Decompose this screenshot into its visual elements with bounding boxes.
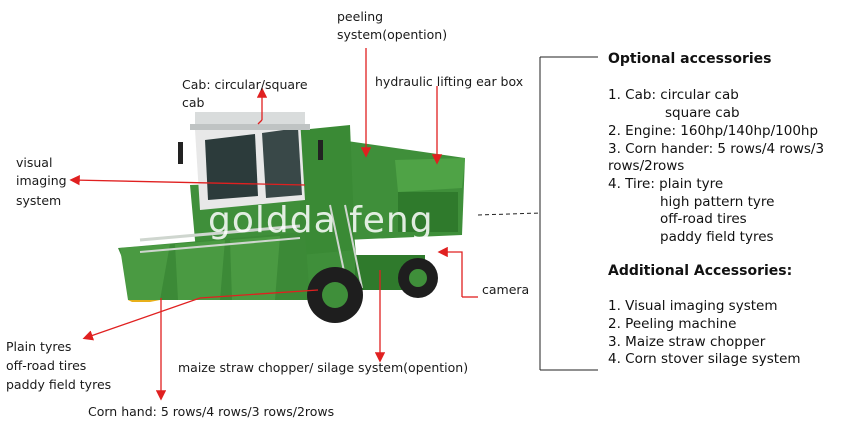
label-arrows: [69, 48, 478, 401]
label-straw-chopper: maize straw chopper/ silage system(opent…: [178, 360, 469, 375]
optional-item: 3. Corn hander: 5 rows/4 rows/3: [608, 141, 825, 157]
additional-accessories-title: Additional Accessories:: [608, 263, 793, 279]
accessories-bracket: [477, 56, 598, 371]
label-offroad-tires: off-road tires: [6, 358, 87, 373]
optional-item: paddy field tyres: [660, 229, 774, 245]
label-peeling: peeling: [337, 9, 384, 24]
label-cab: Cab: circular/square: [182, 77, 308, 92]
optional-item: 4. Tire: plain tyre: [608, 176, 724, 192]
optional-item: high pattern tyre: [660, 194, 775, 210]
label-system: system: [16, 193, 62, 208]
optional-item: off-road tires: [660, 211, 747, 227]
additional-item: 1. Visual imaging system: [608, 298, 778, 314]
label-paddy-tyres: paddy field tyres: [6, 377, 112, 392]
label-imaging: imaging: [16, 173, 67, 188]
label-visual: visual: [16, 155, 53, 170]
optional-item: 1. Cab: circular cab: [608, 87, 739, 103]
additional-item: 2. Peeling machine: [608, 316, 737, 332]
optional-item: square cab: [665, 105, 740, 121]
label-peeling-system: system(opention): [337, 27, 448, 42]
label-camera: camera: [482, 282, 530, 297]
optional-accessories-title: Optional accessories: [608, 51, 772, 67]
label-cab-2: cab: [182, 95, 205, 110]
label-corn-hand: Corn hand: 5 rows/4 rows/3 rows/2rows: [88, 404, 335, 419]
label-plain-tyres: Plain tyres: [6, 339, 72, 354]
additional-item: 3. Maize straw chopper: [608, 334, 766, 350]
optional-item: rows/2rows: [608, 158, 685, 174]
optional-item: 2. Engine: 160hp/140hp/100hp: [608, 123, 819, 139]
additional-item: 4. Corn stover silage system: [608, 351, 801, 367]
watermark-text: goldda feng: [208, 200, 434, 241]
label-hydraulic: hydraulic lifting ear box: [375, 74, 524, 89]
